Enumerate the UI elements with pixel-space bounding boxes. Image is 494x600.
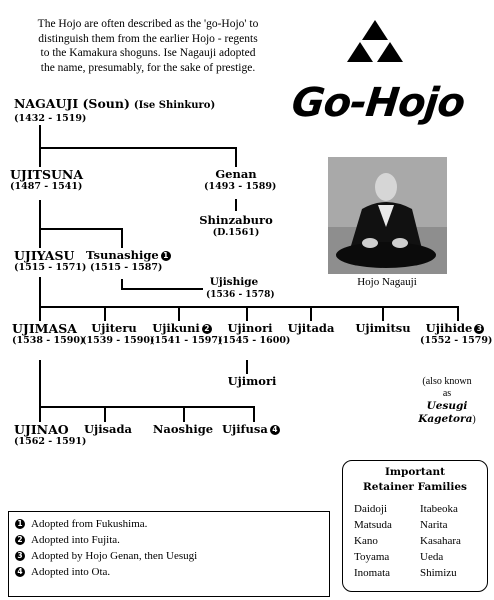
retainer-family: Inomata — [354, 567, 391, 579]
tree-line — [246, 360, 248, 374]
person-ujitsuna: UJITSUNA (1487 - 1541) — [10, 167, 84, 192]
tree-line — [39, 228, 123, 230]
tree-line — [104, 406, 106, 422]
tree-line — [235, 199, 237, 211]
note-badge: 1 — [160, 251, 171, 261]
person-ujimitsu: Ujimitsu — [355, 321, 411, 335]
note-badge: 2 — [201, 324, 212, 334]
person-genan: Genan (1493 - 1589) — [204, 167, 277, 193]
tree-line — [104, 306, 106, 321]
retainer-family: Daidoji — [354, 503, 387, 515]
tree-line — [39, 306, 459, 308]
tree-line — [39, 277, 41, 321]
person-ujishige: Ujishige (1536 - 1578) — [206, 276, 275, 300]
person-shinzaburo: Shinzaburo (D.1561) — [199, 213, 273, 239]
tree-line — [121, 228, 123, 248]
person-ujinao: UJINAO (1562 - 1591) — [14, 422, 87, 447]
tree-line — [183, 406, 185, 422]
intro-text: The Hojo are often described as the 'go-… — [37, 18, 259, 74]
tree-line — [310, 306, 312, 321]
tree-line — [382, 306, 384, 321]
tree-line — [235, 147, 237, 167]
tree-line — [39, 147, 237, 149]
retainer-families-box: Important Retainer Families Daidoji Itab… — [342, 460, 488, 592]
person-ujisada: Ujisada — [84, 422, 132, 436]
tree-line — [121, 288, 203, 290]
retainer-family: Kasahara — [420, 535, 461, 547]
retainer-family: Matsuda — [354, 519, 392, 531]
tree-line — [253, 406, 255, 422]
tree-line — [121, 279, 123, 289]
retainer-family: Toyama — [354, 551, 390, 563]
tree-line — [39, 406, 255, 408]
tree-line — [178, 306, 180, 321]
retainer-title: Important Retainer Families — [363, 466, 467, 493]
also-known-as-note: (also known as Uesugi Kagetora) — [418, 376, 476, 425]
tree-line — [457, 306, 459, 321]
person-ujinori: Ujinori (1545 - 1600) — [218, 321, 291, 347]
retainer-family: Narita — [420, 519, 448, 531]
mitsuuroko-crest-icon — [347, 20, 403, 62]
person-ujiteru: Ujiteru (1539 - 1590) — [82, 321, 155, 347]
tree-line — [39, 200, 41, 248]
retainer-family: Kano — [354, 535, 378, 547]
person-ujimori: Ujimori — [227, 374, 277, 388]
retainer-family: Ueda — [420, 551, 444, 563]
person-nagauji: NAGAUJI (Soun) (Ise Shinkuro) (1432 - 15… — [14, 96, 216, 124]
tree-line — [246, 306, 248, 321]
person-ujimasa: UJIMASA (1538 - 1590) — [12, 321, 85, 346]
note-badge: 3 — [474, 324, 485, 334]
photo-caption: Hojo Nagauji — [357, 276, 417, 288]
retainer-family: Shimizu — [420, 567, 457, 579]
person-naoshige: Naoshige — [152, 422, 214, 436]
retainer-family: Itabeoka — [420, 503, 458, 515]
note-badge: 4 — [269, 425, 280, 435]
person-ujiyasu: UJIYASU (1515 - 1571) — [14, 248, 87, 273]
portrait-photo — [328, 157, 447, 274]
tree-line — [39, 360, 41, 422]
tree-line — [39, 125, 41, 167]
person-ujitada: Ujitada — [287, 321, 335, 335]
page-title: Go-Hojo — [289, 80, 467, 126]
